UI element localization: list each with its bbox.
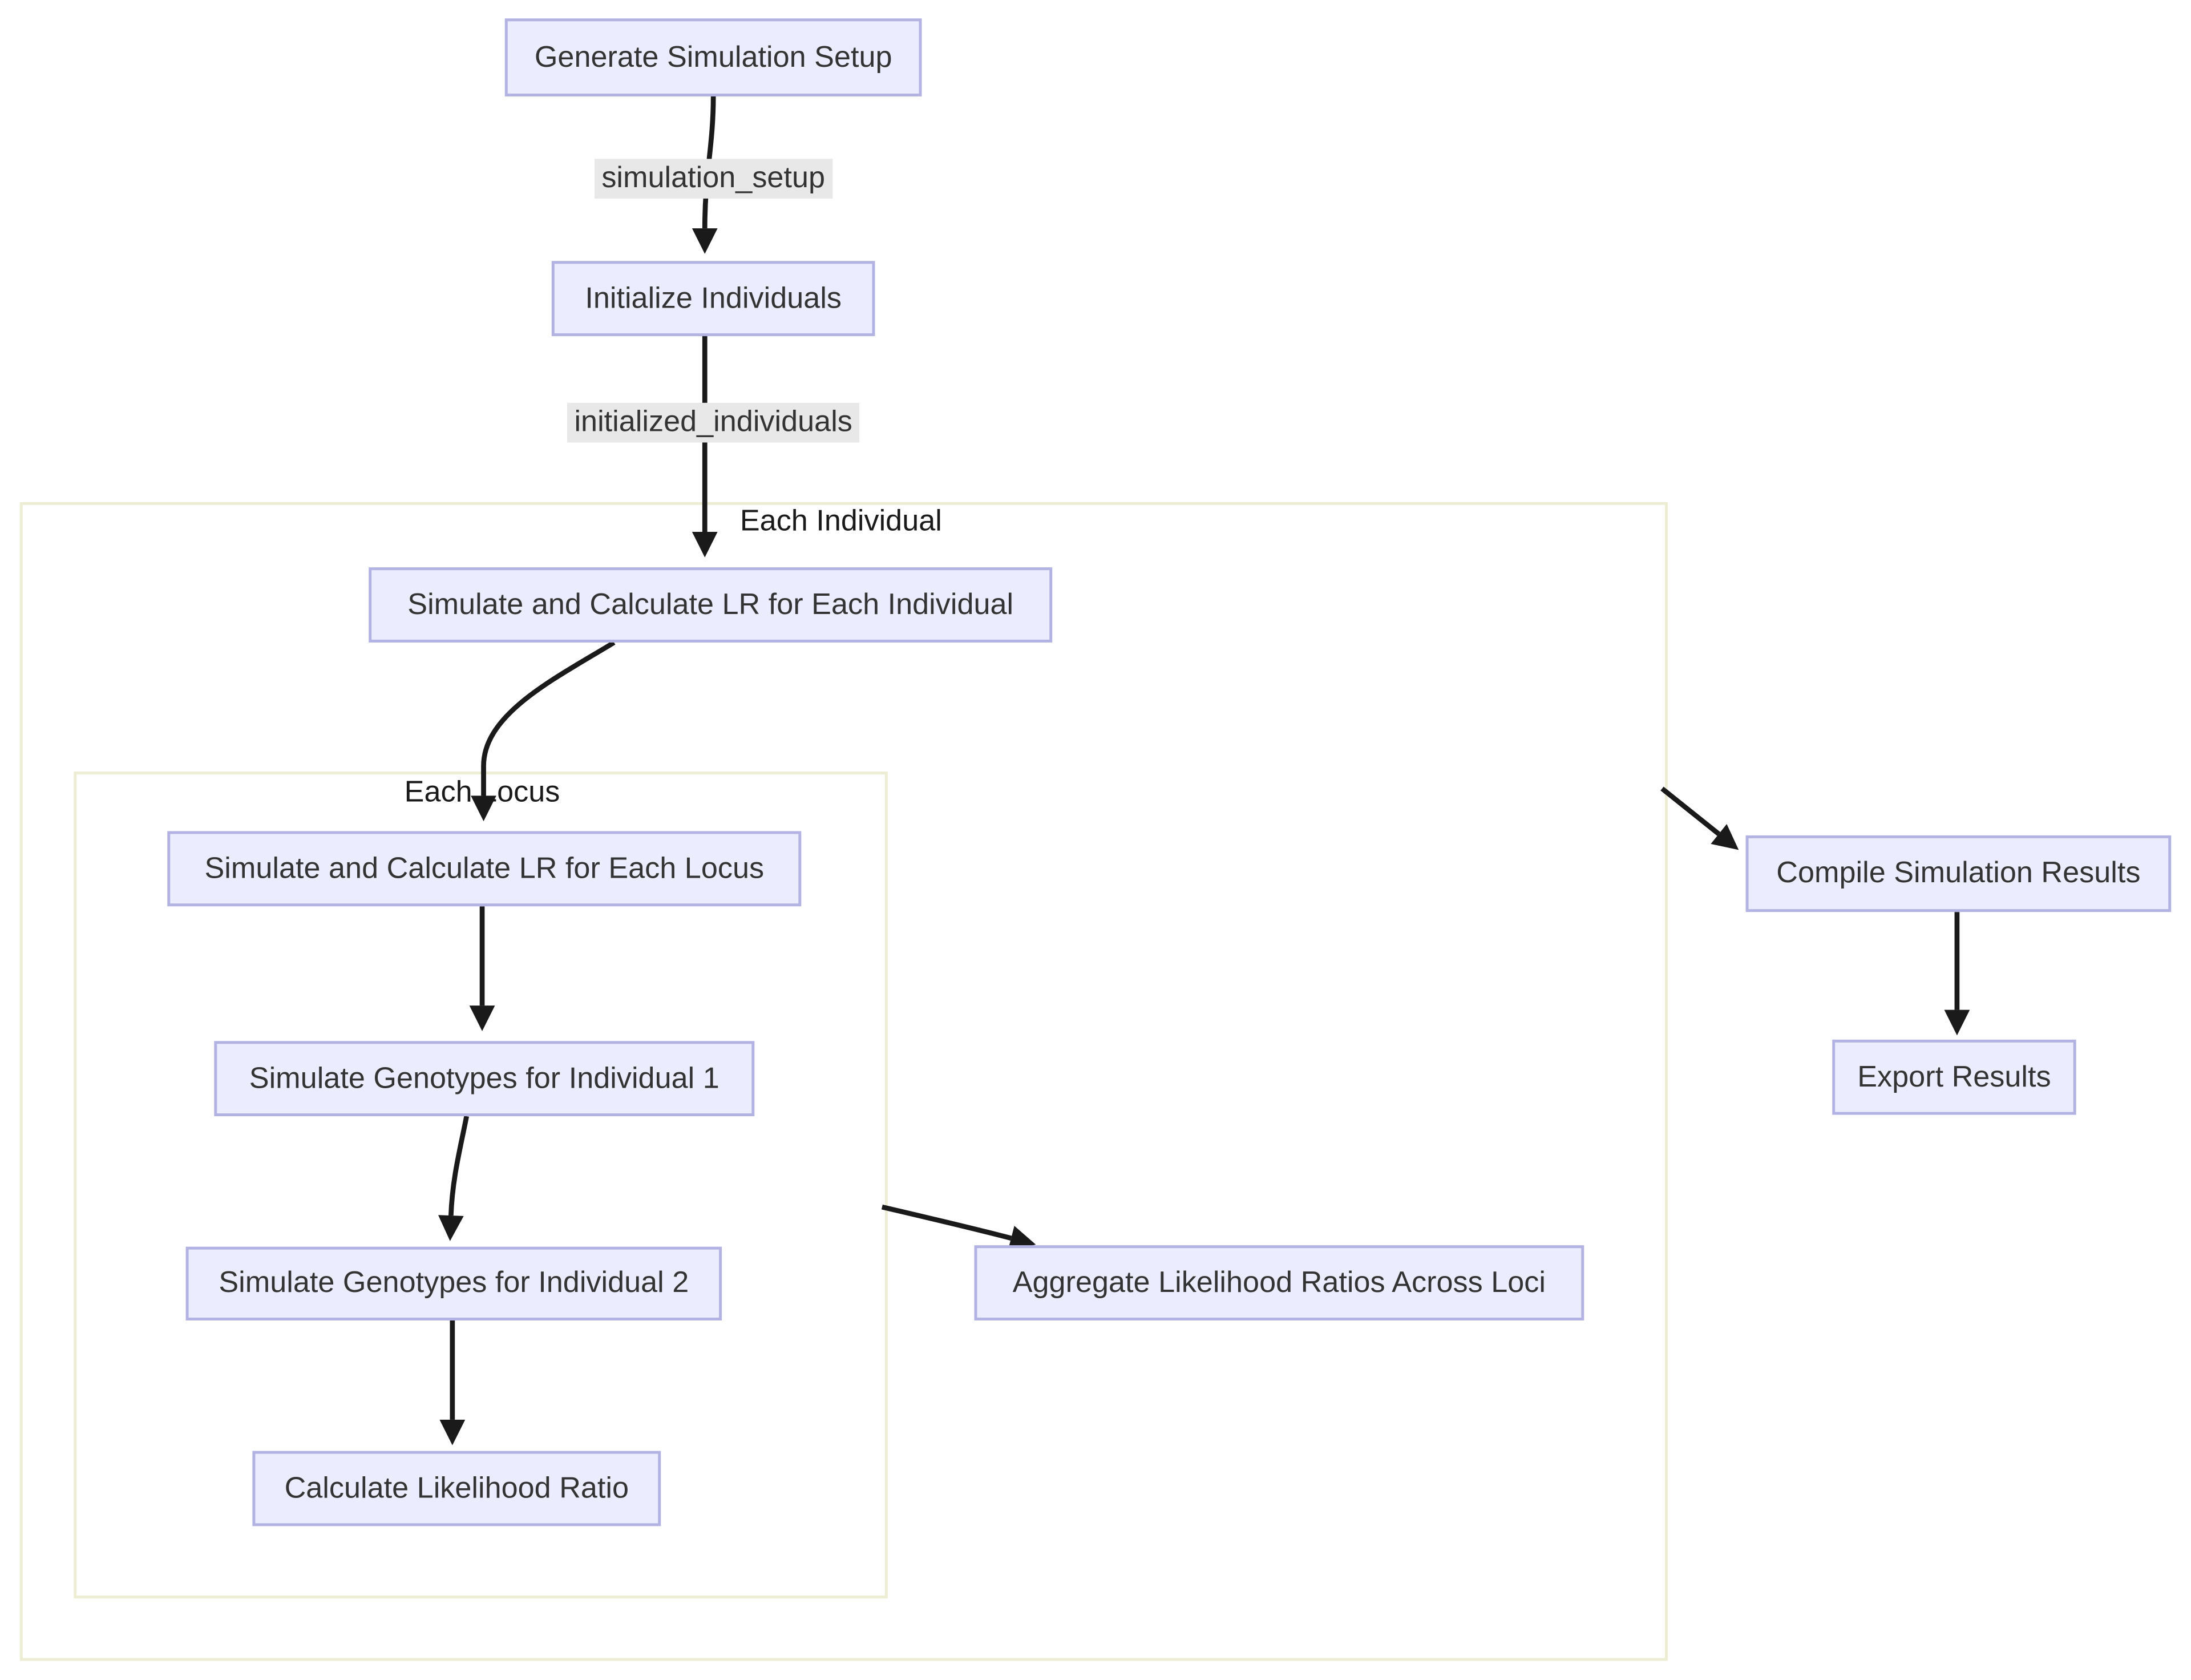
node-compile-simulation-results: Compile Simulation Results <box>1745 835 2172 912</box>
subgraph-each-locus <box>74 772 888 1599</box>
node-simulate-genotypes-individual-2: Simulate Genotypes for Individual 2 <box>185 1246 722 1320</box>
node-export-results: Export Results <box>1832 1039 2076 1115</box>
node-simulate-calculate-lr-each-individual: Simulate and Calculate LR for Each Indiv… <box>369 567 1053 643</box>
subgraph-title-each-individual: Each Individual <box>739 504 942 538</box>
edge-label-initialized-individuals: initialized_individuals <box>567 402 860 443</box>
subgraph-each-individual <box>19 502 1668 1661</box>
node-calculate-likelihood-ratio: Calculate Likelihood Ratio <box>252 1451 661 1526</box>
edge-each-individual-to-compile <box>1660 786 1739 850</box>
node-generate-simulation-setup: Generate Simulation Setup <box>504 18 922 97</box>
node-simulate-calculate-lr-each-locus: Simulate and Calculate LR for Each Locus <box>167 831 802 907</box>
subgraph-title-each-locus: Each Locus <box>404 776 560 809</box>
node-initialize-individuals: Initialize Individuals <box>551 261 875 337</box>
node-simulate-genotypes-individual-1: Simulate Genotypes for Individual 1 <box>214 1041 755 1117</box>
node-aggregate-likelihood-ratios: Aggregate Likelihood Ratios Across Loci <box>974 1245 1584 1320</box>
edge-label-simulation-setup: simulation_setup <box>594 159 832 199</box>
